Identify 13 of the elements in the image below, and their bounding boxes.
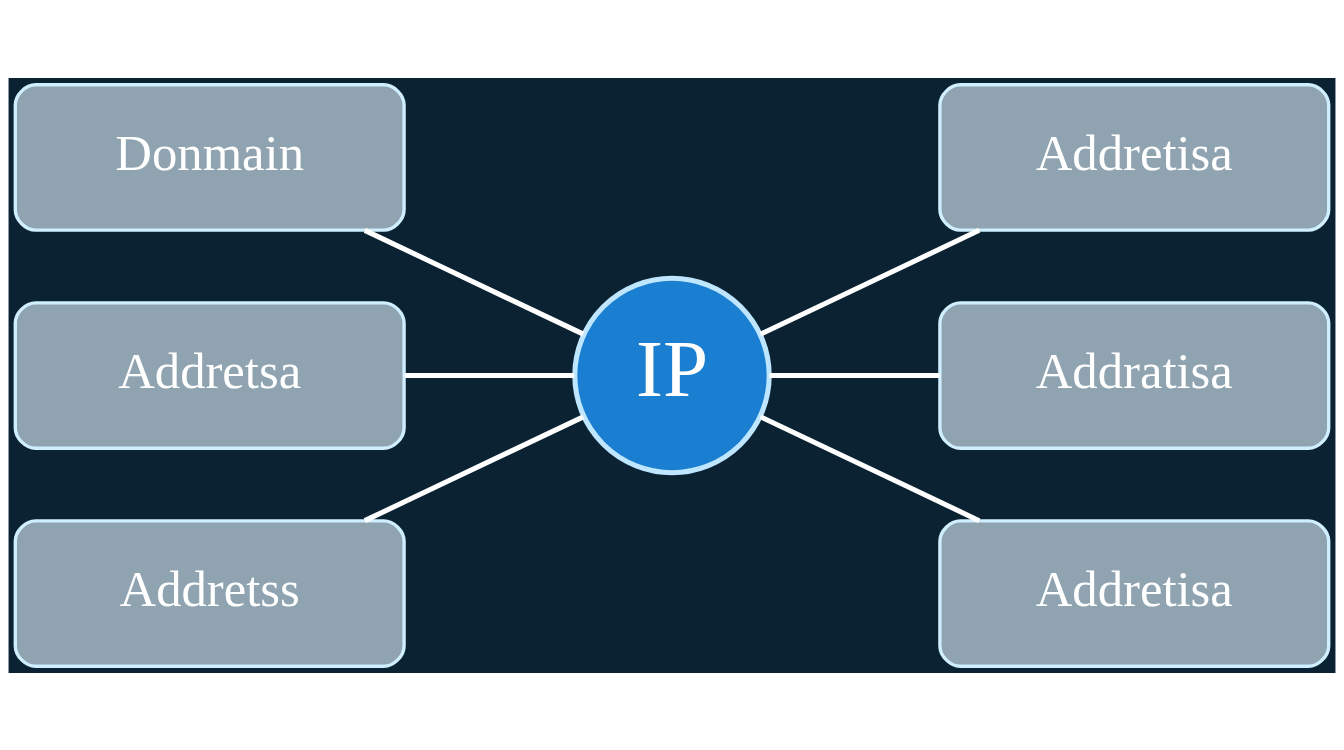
node-box: Addretsa <box>13 300 406 450</box>
node-box: Addretss <box>13 518 406 668</box>
connector <box>363 414 585 523</box>
connector <box>363 227 585 336</box>
node-box: Addretisa <box>938 82 1331 232</box>
node-box: Donmain <box>13 82 406 232</box>
node-box: Addratisa <box>938 300 1331 450</box>
connector <box>769 372 940 378</box>
connector <box>404 372 575 378</box>
connector <box>759 414 981 523</box>
node-box: Addretisa <box>938 518 1331 668</box>
connector <box>759 227 981 336</box>
node-circle: IP <box>572 275 772 475</box>
